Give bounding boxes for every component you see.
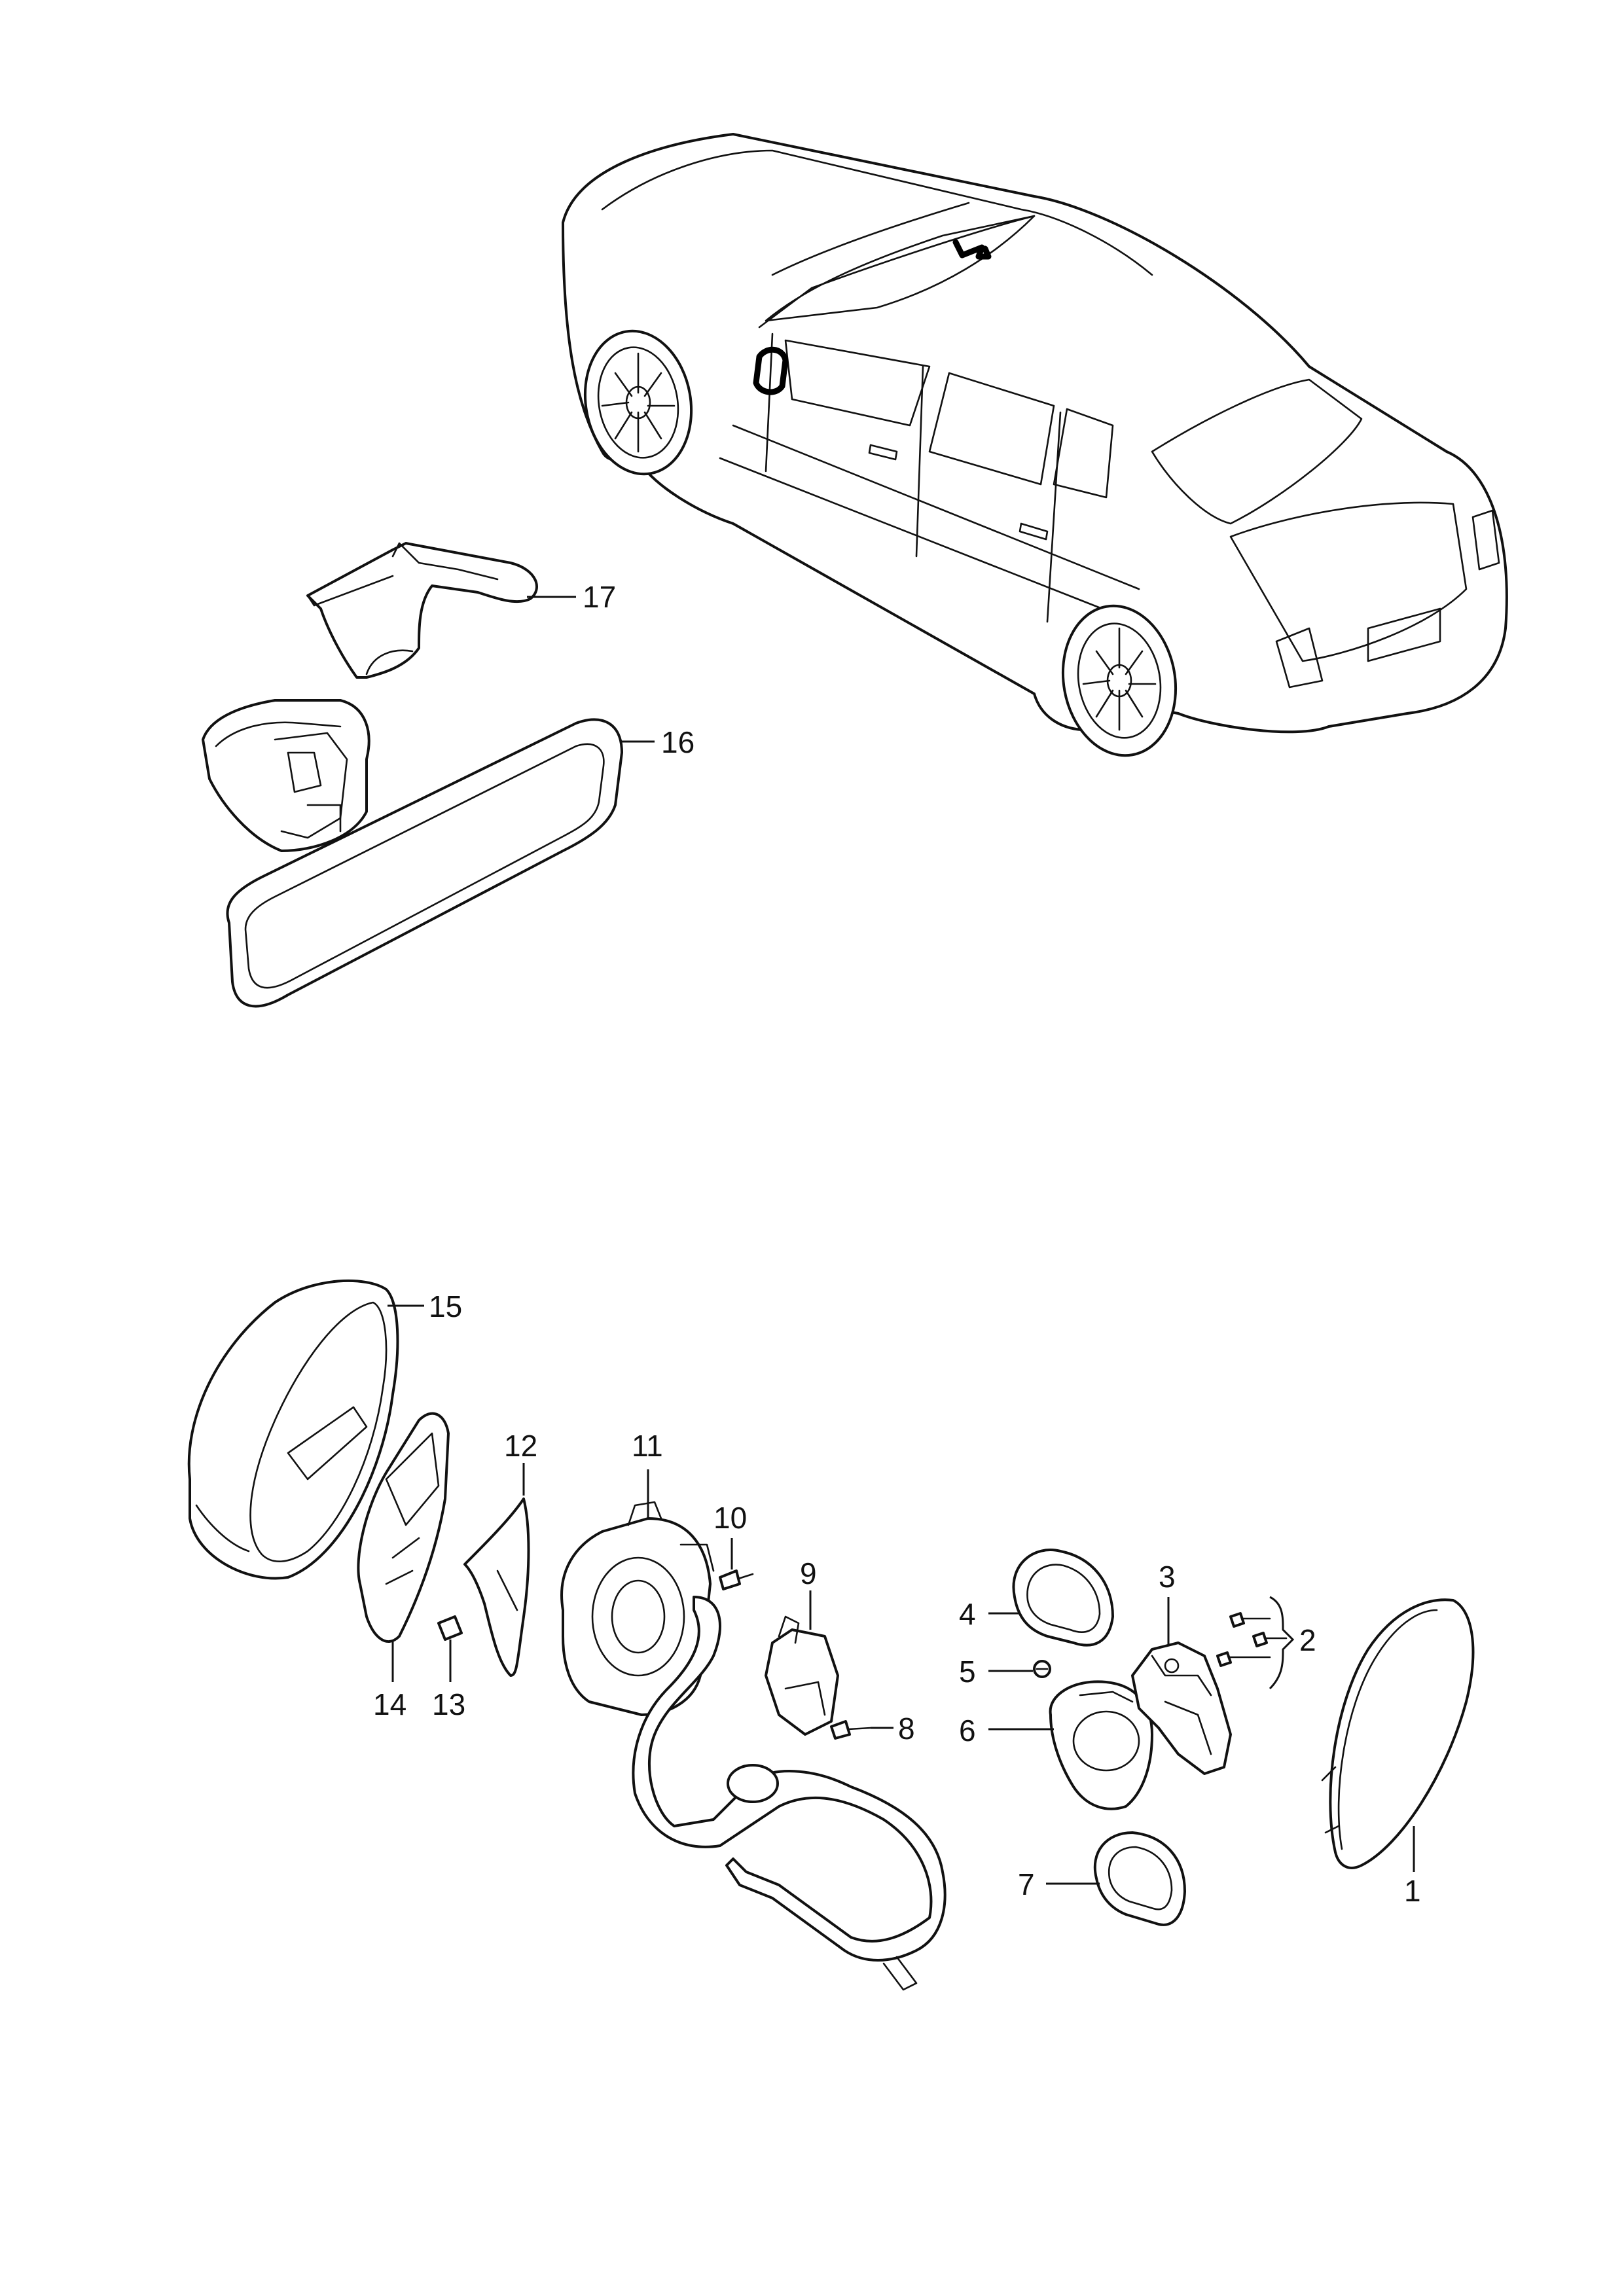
part-4-ring xyxy=(1012,1549,1114,1647)
callout-15: 15 xyxy=(429,1289,462,1323)
callout-11: 11 xyxy=(632,1429,663,1463)
part-8-screw xyxy=(830,1720,872,1740)
callout-10: 10 xyxy=(713,1501,747,1535)
part-3-motor xyxy=(1131,1641,1232,1775)
callout-3: 3 xyxy=(1159,1560,1176,1594)
callout-5: 5 xyxy=(959,1655,976,1689)
callout-4: 4 xyxy=(959,1597,976,1631)
part-11-drive-unit xyxy=(560,1501,947,1991)
callout-16: 16 xyxy=(661,725,695,759)
callout-17: 17 xyxy=(583,580,616,614)
callout-6: 6 xyxy=(959,1713,976,1748)
callout-8: 8 xyxy=(898,1712,915,1746)
part-13-clip xyxy=(437,1615,463,1641)
part-2-screw-set xyxy=(1216,1596,1295,1690)
callout-2: 2 xyxy=(1299,1623,1316,1657)
part-5-screw xyxy=(1033,1660,1051,1678)
callout-9: 9 xyxy=(800,1556,817,1590)
part-9-connector xyxy=(765,1615,839,1736)
rear-view-mirror-icon xyxy=(202,699,623,1008)
part-7-trim-ring xyxy=(1093,1831,1186,1926)
car-outline-icon xyxy=(562,133,1508,757)
callout-14: 14 xyxy=(373,1687,406,1721)
callout-13: 13 xyxy=(432,1687,465,1721)
part-10-screw xyxy=(719,1570,754,1590)
part-17-mirror-cover xyxy=(306,542,538,679)
part-12-seal xyxy=(463,1498,530,1677)
door-mirror-icon xyxy=(187,1279,399,1580)
part-1-mirror-glass xyxy=(1321,1598,1475,1869)
part-14-cover xyxy=(357,1412,450,1643)
part-6-bracket xyxy=(1049,1680,1153,1810)
callout-1: 1 xyxy=(1404,1874,1421,1908)
callout-7: 7 xyxy=(1018,1867,1035,1901)
callout-12: 12 xyxy=(504,1429,537,1463)
